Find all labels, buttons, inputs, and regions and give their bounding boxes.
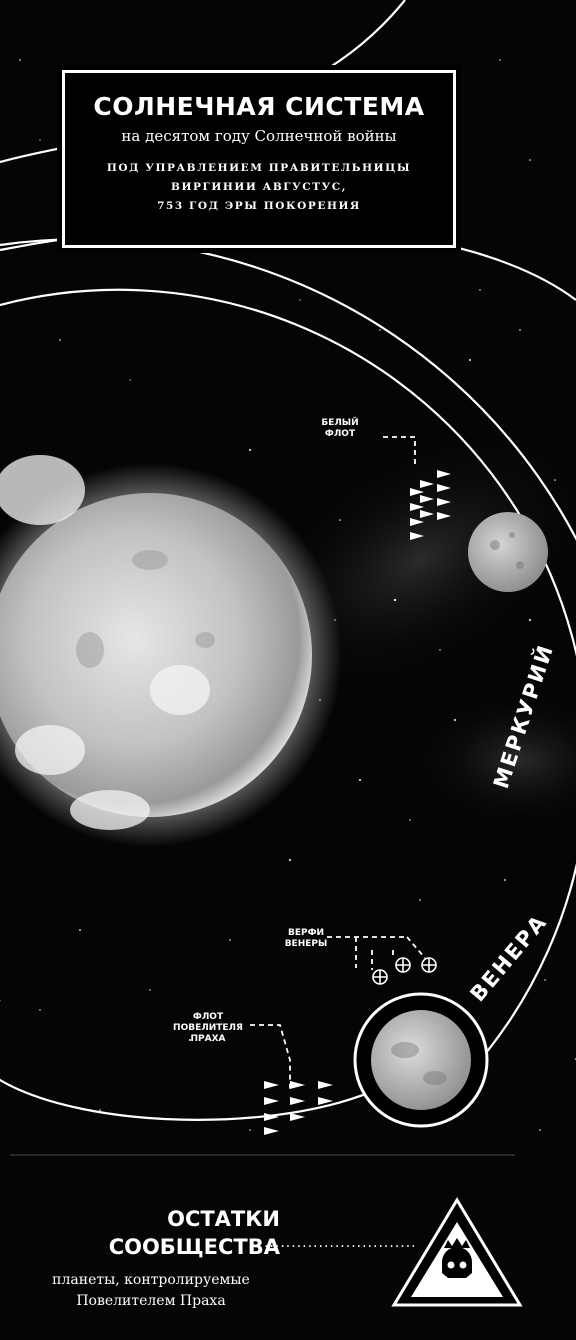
legend-description: планеты, контролируемые Повелителем Прах… <box>6 1270 296 1312</box>
mercury-craters <box>490 532 524 569</box>
label-line: ФЛОТ <box>324 429 356 439</box>
orbit-venus-outer <box>0 238 576 1060</box>
map-note-line: ПОД УПРАВЛЕНИЕМ ПРАВИТЕЛЬНИЦЫ <box>106 162 412 174</box>
label-line: ВЕРФИ <box>287 928 325 938</box>
ship-icon <box>264 1081 279 1089</box>
ship-icon <box>420 480 434 488</box>
ship-icon <box>264 1097 279 1105</box>
venus-label: ВЕНЕРА <box>465 910 551 1007</box>
milky-way-haze <box>410 690 576 830</box>
label-line: ВЕНЕРЫ <box>284 939 328 949</box>
shipyard-markers <box>372 957 437 985</box>
label-line: БЕЛЫЙ <box>321 418 359 428</box>
ship-icon <box>410 532 424 540</box>
white-fleet-label: БЕЛЫЙ ФЛОТ <box>318 418 362 440</box>
dust-lord-fleet-label: ФЛОТ ПОВЕЛИТЕЛЯ ПРАХА <box>168 1012 248 1045</box>
ship-icon <box>318 1081 333 1089</box>
sun-spots <box>76 550 215 668</box>
ship-icon <box>437 484 451 492</box>
map-note-line: ВИРГИНИИ АВГУСТУС, <box>171 181 347 193</box>
stars <box>19 59 556 1131</box>
map-note: ПОД УПРАВЛЕНИЕМ ПРАВИТЕЛЬНИЦЫ ВИРГИНИИ А… <box>65 159 453 216</box>
ship-icon <box>410 503 424 511</box>
ship-icon <box>290 1097 305 1105</box>
legend-description-line: Повелителем Праха <box>76 1293 226 1309</box>
ship-icon <box>264 1113 279 1121</box>
white-fleet-callout <box>383 436 416 465</box>
legend-description-line: планеты, контролируемые <box>52 1272 250 1288</box>
label-line: ФЛОТ <box>192 1012 224 1022</box>
map-subtitle: на десятом году Солнечной войны <box>121 127 397 145</box>
venus-shipyards-label: ВЕРФИ ВЕНЕРЫ <box>280 928 332 950</box>
ship-icon <box>437 498 451 506</box>
mercury-planet-icon <box>468 512 548 592</box>
ship-icon <box>318 1097 333 1105</box>
dust-fleet-callout <box>250 1024 291 1090</box>
venus-surface <box>391 1042 447 1085</box>
ship-icon <box>420 510 434 518</box>
ship-icon <box>420 495 434 503</box>
label-line: ПОВЕЛИТЕЛЯ <box>173 1023 243 1033</box>
label-line: ПРАХА <box>190 1034 226 1044</box>
ship-icon <box>437 470 451 478</box>
ship-icon <box>410 518 424 526</box>
ship-icon <box>290 1081 305 1089</box>
title-box: СОЛНЕЧНАЯ СИСТЕМА на десятом году Солнеч… <box>62 70 456 248</box>
map-note-line: 753 ГОД ЭРЫ ПОКОРЕНИЯ <box>157 200 361 212</box>
legend-title: ОСТАТКИ СООБЩЕСТВА <box>40 1205 280 1261</box>
ship-icon <box>264 1127 279 1135</box>
ship-icon <box>410 488 424 496</box>
shipyards-callout <box>327 936 426 970</box>
legend-title-line: СООБЩЕСТВА <box>108 1235 280 1259</box>
map-title: СОЛНЕЧНАЯ СИСТЕМА <box>93 92 425 121</box>
ship-icon <box>290 1113 305 1121</box>
sun-flares <box>0 455 210 830</box>
legend-leader-dots: .............................. <box>264 1235 414 1251</box>
callout-lines <box>250 436 426 1090</box>
skull-triangle-icon <box>391 1197 523 1307</box>
venus-planet-icon <box>371 1010 471 1110</box>
legend-title-line: ОСТАТКИ <box>167 1207 280 1231</box>
white-fleet-ships <box>410 470 451 540</box>
orbit-mercury-path <box>0 1000 396 1121</box>
ship-icon <box>437 512 451 520</box>
dust-lord-fleet-ships <box>264 1081 333 1135</box>
